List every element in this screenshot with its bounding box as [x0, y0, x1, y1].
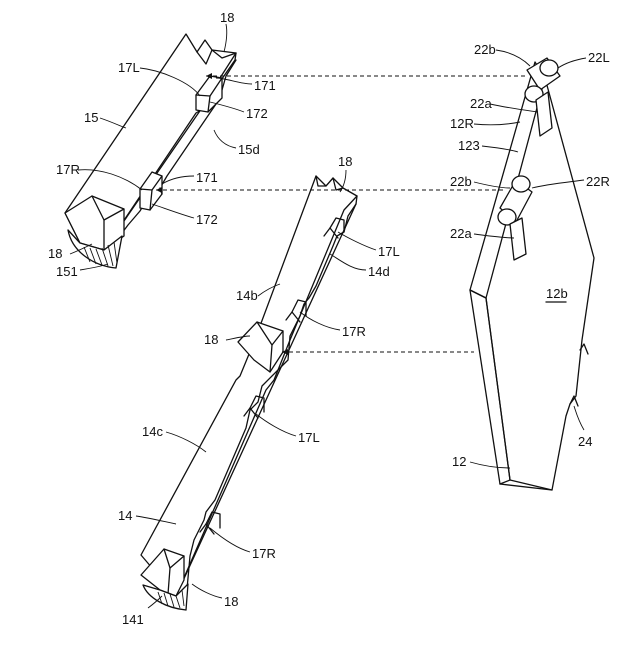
label-17R-a: 17R — [56, 162, 80, 177]
leader-17R-c — [210, 528, 250, 552]
label-14b: 14b — [236, 288, 258, 303]
label-18-top: 18 — [220, 10, 234, 25]
label-18-d: 18 — [224, 594, 238, 609]
leader-151 — [80, 264, 108, 270]
label-22b-b: 22b — [450, 174, 472, 189]
label-141: 141 — [122, 612, 144, 627]
leader-15d — [214, 130, 236, 148]
leader-12 — [470, 462, 510, 468]
leader-14d — [330, 254, 366, 270]
rail-14 — [141, 176, 357, 610]
label-18-c: 18 — [204, 332, 218, 347]
leader-172-a — [210, 102, 244, 112]
label-171-b: 171 — [196, 170, 218, 185]
leader-17L-c — [256, 414, 296, 436]
label-22R: 22R — [586, 174, 610, 189]
label-22b-a: 22b — [474, 42, 496, 57]
leader-22b-a — [496, 50, 530, 66]
rail-14-side-edge — [186, 204, 356, 600]
leader-18-top — [224, 24, 227, 52]
leader-17L-b — [338, 232, 376, 250]
rail-15 — [65, 34, 236, 268]
label-171-a: 171 — [254, 78, 276, 93]
label-12b: 12b — [546, 286, 568, 301]
label-17L-c: 17L — [298, 430, 320, 445]
label-22a-b: 22a — [450, 226, 472, 241]
label-17R-c: 17R — [252, 546, 276, 561]
label-17L-b: 17L — [378, 244, 400, 259]
label-17L-a: 17L — [118, 60, 140, 75]
plate-12 — [470, 62, 594, 490]
label-14d: 14d — [368, 264, 390, 279]
label-12: 12 — [452, 454, 466, 469]
rail-14-top-face — [141, 176, 357, 596]
leader-12R — [474, 122, 520, 125]
label-17R-b: 17R — [342, 324, 366, 339]
label-151: 151 — [56, 264, 78, 279]
label-24: 24 — [578, 434, 592, 449]
leader-172-b — [152, 204, 194, 218]
label-14: 14 — [118, 508, 132, 523]
label-18-b: 18 — [338, 154, 352, 169]
label-22L: 22L — [588, 50, 610, 65]
leader-24 — [574, 406, 584, 430]
label-123: 123 — [458, 138, 480, 153]
label-12R: 12R — [450, 116, 474, 131]
pin-22L-cap — [540, 60, 558, 76]
leader-15 — [100, 118, 126, 128]
pin-22R-cap — [512, 176, 530, 192]
label-172-b: 172 — [196, 212, 218, 227]
leader-18-d — [192, 584, 222, 598]
label-172-a: 172 — [246, 106, 268, 121]
leader-22L — [558, 58, 586, 68]
label-22a-a: 22a — [470, 96, 492, 111]
label-15: 15 — [84, 110, 98, 125]
label-15d: 15d — [238, 142, 260, 157]
label-18-a: 18 — [48, 246, 62, 261]
label-14c: 14c — [142, 424, 163, 439]
